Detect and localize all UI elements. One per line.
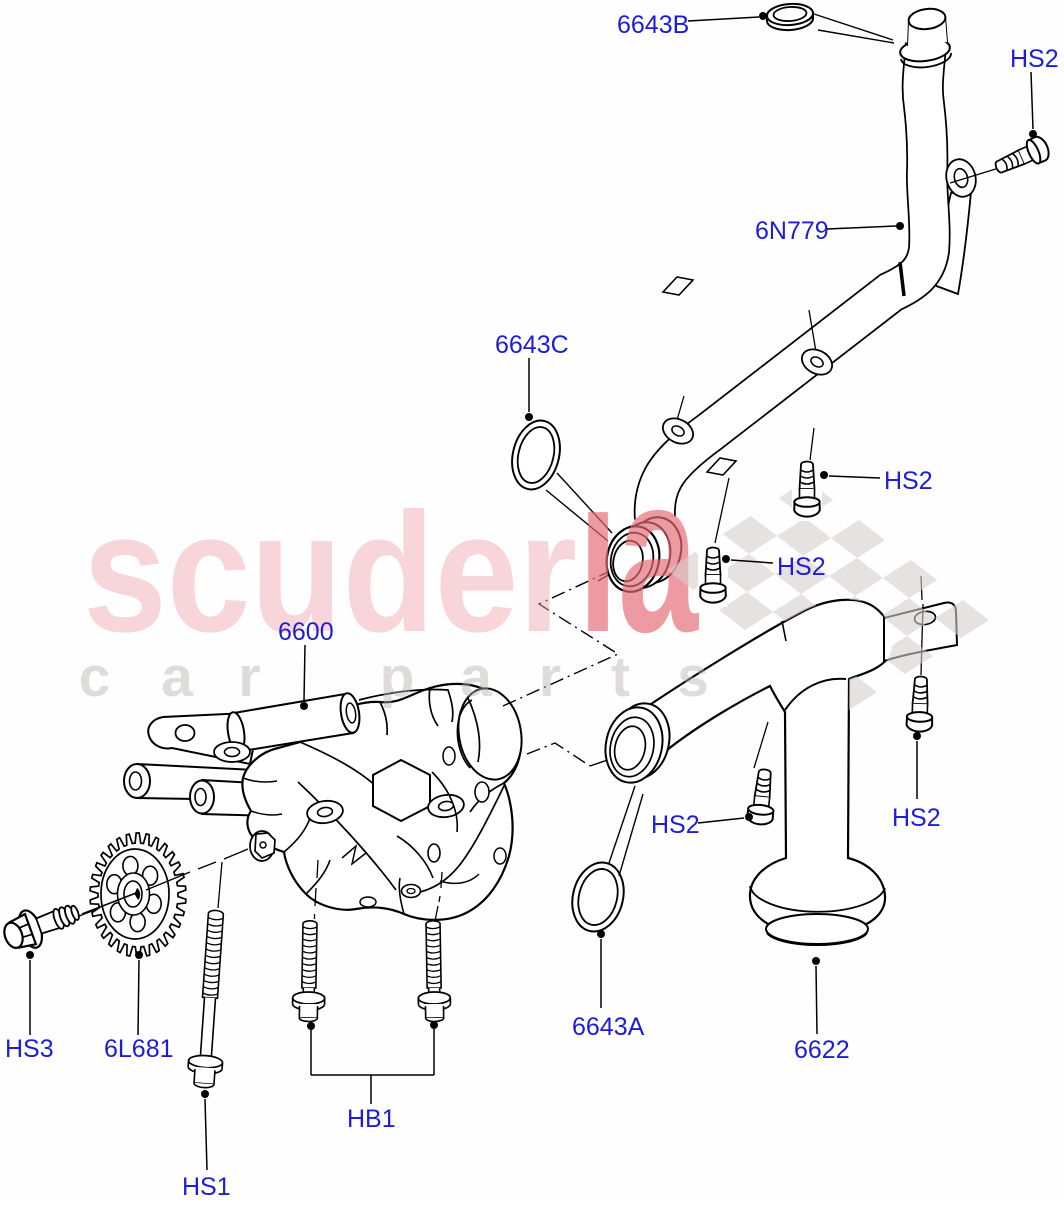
svg-text:HS2: HS2 (892, 804, 941, 832)
svg-text:p: p (380, 645, 415, 709)
svg-text:a: a (161, 645, 194, 709)
svg-text:HS2: HS2 (884, 467, 933, 495)
svg-text:6643A: 6643A (572, 1013, 645, 1041)
svg-text:scuder: scuder (83, 478, 577, 668)
svg-text:6643C: 6643C (495, 331, 569, 359)
svg-text:a: a (460, 645, 493, 709)
svg-text:s: s (677, 645, 709, 709)
svg-text:t: t (611, 645, 630, 709)
svg-text:r: r (539, 645, 561, 709)
svg-text:6622: 6622 (794, 1036, 850, 1064)
svg-text:HS2: HS2 (651, 811, 700, 839)
svg-text:6600: 6600 (278, 618, 334, 646)
svg-text:6L681: 6L681 (104, 1035, 174, 1063)
svg-text:HS2: HS2 (777, 553, 826, 581)
svg-text:r: r (238, 645, 260, 709)
svg-text:ıa: ıa (578, 427, 699, 679)
svg-text:6643B: 6643B (617, 11, 689, 39)
svg-text:HS2: HS2 (1010, 45, 1059, 73)
svg-text:HS3: HS3 (5, 1035, 54, 1063)
svg-text:HB1: HB1 (347, 1105, 396, 1133)
svg-text:c: c (79, 645, 111, 709)
svg-text:6N779: 6N779 (755, 217, 829, 245)
svg-text:HS1: HS1 (182, 1173, 231, 1200)
